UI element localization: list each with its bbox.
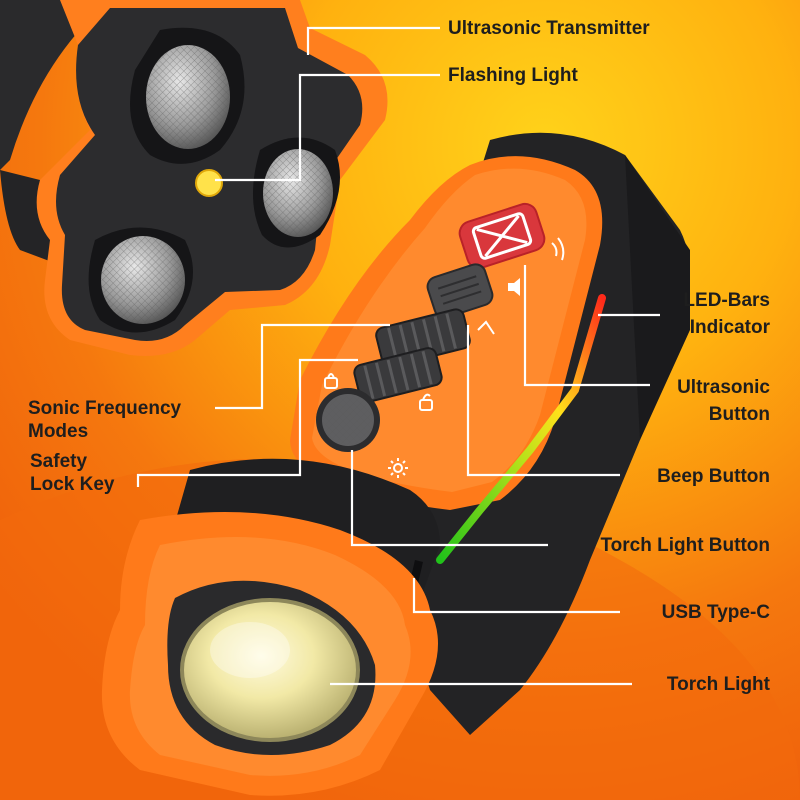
label-usb-type-c: USB Type-C bbox=[661, 602, 770, 623]
torch-lens bbox=[182, 600, 358, 740]
callout-lines bbox=[136, 26, 660, 686]
safety-lock-slider[interactable] bbox=[353, 346, 444, 403]
label-safety-lock-line1: Safety bbox=[30, 451, 88, 472]
transmitter-head bbox=[0, 0, 388, 356]
lock-icon bbox=[324, 373, 338, 389]
flashing-light bbox=[195, 169, 223, 197]
sun-icon bbox=[388, 458, 408, 478]
label-ultrasonic-button-line1: Ultrasonic bbox=[677, 377, 770, 398]
label-safety-lock-line2: Lock Key bbox=[30, 474, 115, 495]
label-torch-light-button: Torch Light Button bbox=[600, 535, 770, 556]
label-led-bars-line2: Indicator bbox=[689, 317, 770, 338]
label-ultrasonic-button-line2: Button bbox=[708, 404, 770, 425]
label-led-bars-line1: LED-Bars bbox=[683, 290, 770, 311]
unlock-icon bbox=[419, 393, 433, 411]
label-sonic-frequency-line2: Modes bbox=[28, 421, 89, 442]
speaker-icon bbox=[508, 278, 520, 296]
device-body bbox=[101, 132, 690, 796]
label-sonic-frequency-line1: Sonic Frequency bbox=[28, 398, 182, 419]
label-beep-button: Beep Button bbox=[657, 466, 770, 487]
label-ultrasonic-transmitter: Ultrasonic Transmitter bbox=[448, 18, 650, 39]
led-bars-indicator bbox=[436, 294, 606, 564]
ultrasonic-x-icon bbox=[471, 212, 533, 260]
label-flashing-light: Flashing Light bbox=[448, 65, 578, 86]
wifi-wave-icon bbox=[551, 237, 565, 261]
label-torch-light: Torch Light bbox=[666, 674, 770, 695]
